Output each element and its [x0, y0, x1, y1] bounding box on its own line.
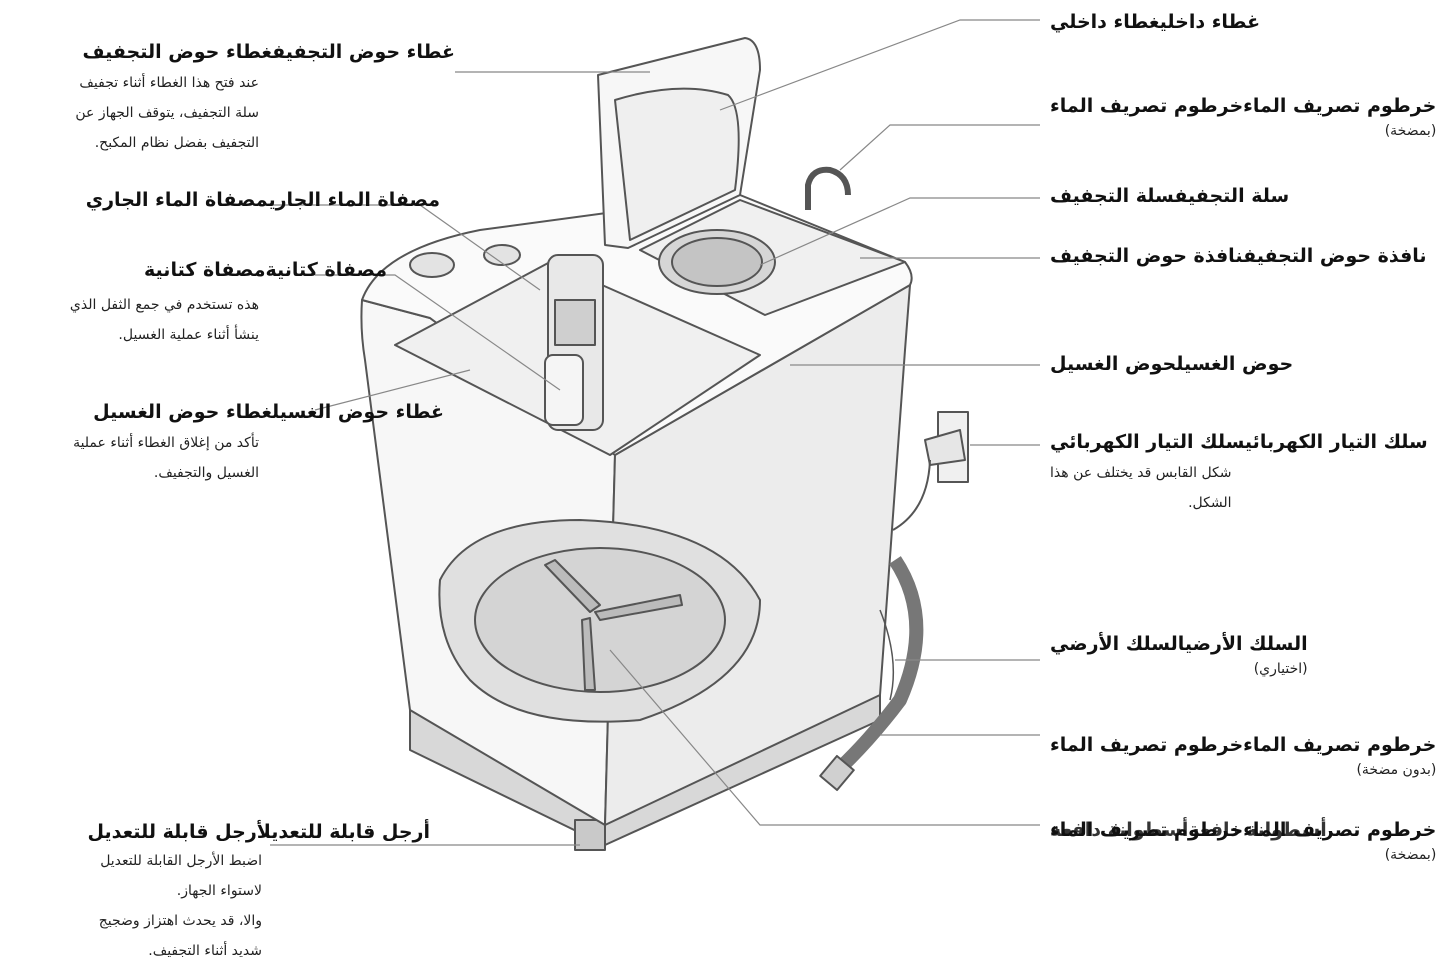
- pulsator-blade: [594, 594, 683, 621]
- note-line: الشكل.: [1188, 495, 1232, 511]
- label-power-cord-note: شكل القابس قد يختلف عن هذا الشكل.: [1050, 458, 1232, 518]
- label-spin-basket: سلة التجفيفسلة التجفيف: [1050, 184, 1289, 208]
- drain-hose: [833, 556, 924, 776]
- note-line: الغسيل والتجفيف.: [153, 465, 259, 481]
- label-wash-lid-note: تأكد من إغلاق الغطاء أثناء عملية الغسيل …: [73, 428, 259, 488]
- note-line: اضبط الأرجل القابلة للتعديل: [100, 853, 262, 869]
- label-ground-wire-sub: (اختياري): [1253, 661, 1308, 677]
- washing-machine-illustration: [360, 37, 969, 851]
- label-feet: أرجل قابلة للتعديلأرجل قابلة للتعديل: [88, 820, 430, 844]
- label-lint-filter-title: مصفاة كتانيةمصفاة كتانية: [144, 259, 387, 281]
- leader-spin-basket: [759, 197, 1040, 266]
- pulsator-blade: [544, 559, 601, 613]
- leader-lines: [270, 19, 1040, 846]
- label-drain-hose-faucet: خرطوم تصريف الماءخرطوم تصريف الماء (بمضخ…: [1050, 94, 1436, 144]
- label-power-cord: سلك التيار الكهربائيسلك التيار الكهربائي: [1050, 430, 1430, 454]
- control-knob: [483, 244, 521, 266]
- control-knob: [409, 252, 455, 278]
- lint-filter-cap: [544, 354, 584, 426]
- note-line: ينشأ أثناء عملية الغسيل.: [118, 327, 259, 343]
- leader-pulsator: [609, 649, 1040, 826]
- label-spin-tub-window: نافذة حوض التجفيفنافذة حوض التجفيف: [1050, 244, 1430, 268]
- power-cord: [892, 459, 931, 531]
- label-wash-tub: حوض الغسيلحوض الغسيل: [1050, 352, 1293, 376]
- label-drain-hose-pump-title: خرطوم تصريف الماءخرطوم تصريف الماء: [1050, 819, 1437, 841]
- label-water-filter: مصفاة الماء الجاريمصفاة الماء الجاري: [86, 188, 440, 212]
- note-line: شديد أثناء التجفيف.: [148, 943, 262, 959]
- label-spin-lid: غطاء حوض التجفيفغطاء حوض التجفيف: [82, 40, 455, 64]
- label-drain-hose-faucet-title: خرطوم تصريف الماءخرطوم تصريف الماء: [1050, 95, 1437, 117]
- label-inner-lid-title: غطاء داخليغطاء داخلي: [1050, 11, 1261, 33]
- leader-lint-filter: [315, 274, 561, 391]
- note-line: والا، قد يحدث اهتزاز وضجيج: [98, 913, 262, 929]
- label-drain-hose-faucet-sub: (بمضخة): [1384, 123, 1437, 139]
- label-feet-note: اضبط الأرجل القابلة للتعديل لاستواء الجه…: [99, 846, 262, 966]
- note-line: تأكد من إغلاق الغطاء أثناء عملية: [73, 435, 259, 451]
- label-drain-hose-nopump: خرطوم تصريف الماءخرطوم تصريف الماء (بدون…: [1050, 733, 1436, 783]
- label-drain-hose-nopump-sub: (بدون مضخة): [1356, 762, 1437, 778]
- label-pulsator-title: أسطوانة دافعةأسطوانة دافعة: [1050, 819, 1327, 841]
- label-spin-lid-title: غطاء حوض التجفيفغطاء حوض التجفيف: [82, 41, 455, 63]
- label-inner-lid: غطاء داخليغطاء داخلي: [1050, 10, 1260, 34]
- label-wash-lid: غطاء حوض الغسيلغطاء حوض الغسيل: [93, 400, 444, 424]
- note-line: هذه تستخدم في جمع الثفل الذي: [69, 297, 259, 313]
- power-plug: [924, 429, 966, 466]
- leader-inner-lid: [719, 19, 1040, 111]
- label-drain-hose-pump-sub: (بمضخة): [1384, 847, 1437, 863]
- label-wash-lid-title: غطاء حوض الغسيلغطاء حوض الغسيل: [93, 401, 444, 423]
- faucet-hose: [805, 166, 851, 210]
- label-pulsator: أسطوانة دافعةأسطوانة دافعة: [1050, 818, 1327, 842]
- note-line: شكل القابس قد يختلف عن هذا: [1050, 465, 1232, 481]
- note-line: لاستواء الجهاز.: [176, 883, 262, 899]
- label-lint-filter-note: هذه تستخدم في جمع الثفل الذي ينشأ أثناء …: [70, 290, 259, 350]
- note-line: عند فتح هذا الغطاء أثناء تجفيف: [79, 75, 259, 91]
- inner-lid: [614, 87, 740, 241]
- drain-hose-end: [819, 754, 855, 792]
- spin-basket-mesh: [671, 237, 763, 287]
- label-spin-lid-note: عند فتح هذا الغطاء أثناء تجفيف سلة التجف…: [75, 68, 259, 158]
- label-spin-basket-title: سلة التجفيفسلة التجفيف: [1050, 185, 1290, 207]
- lint-filter-mesh: [554, 299, 596, 346]
- note-line: سلة التجفيف، يتوقف الجهاز عن: [75, 105, 259, 121]
- note-line: التجفيف بفضل نظام المكبح.: [94, 135, 259, 151]
- label-drain-hose-nopump-title: خرطوم تصريف الماءخرطوم تصريف الماء: [1050, 734, 1437, 756]
- label-spin-tub-window-title: نافذة حوض التجفيفنافذة حوض التجفيف: [1050, 245, 1427, 267]
- leader-water-filter: [270, 204, 541, 291]
- label-ground-wire: السلك الأرضيالسلك الأرضي (اختياري): [1050, 632, 1308, 682]
- label-water-filter-title: مصفاة الماء الجاريمصفاة الماء الجاري: [85, 189, 440, 211]
- label-drain-hose-pump: خرطوم تصريف الماءخرطوم تصريف الماء (بمضخ…: [1050, 818, 1436, 868]
- label-power-cord-title: سلك التيار الكهربائيسلك التيار الكهربائي: [1050, 431, 1428, 453]
- leader-wash-lid: [314, 369, 471, 411]
- leader-drain-hose-faucet: [839, 124, 1040, 171]
- label-feet-title: أرجل قابلة للتعديلأرجل قابلة للتعديل: [87, 821, 430, 843]
- pulsator-blade: [581, 617, 596, 691]
- label-lint-filter: مصفاة كتانيةمصفاة كتانية: [144, 258, 387, 282]
- label-ground-wire-title: السلك الأرضيالسلك الأرضي: [1050, 633, 1308, 655]
- ground-wire: [879, 609, 895, 701]
- label-wash-tub-title: حوض الغسيلحوض الغسيل: [1050, 353, 1294, 375]
